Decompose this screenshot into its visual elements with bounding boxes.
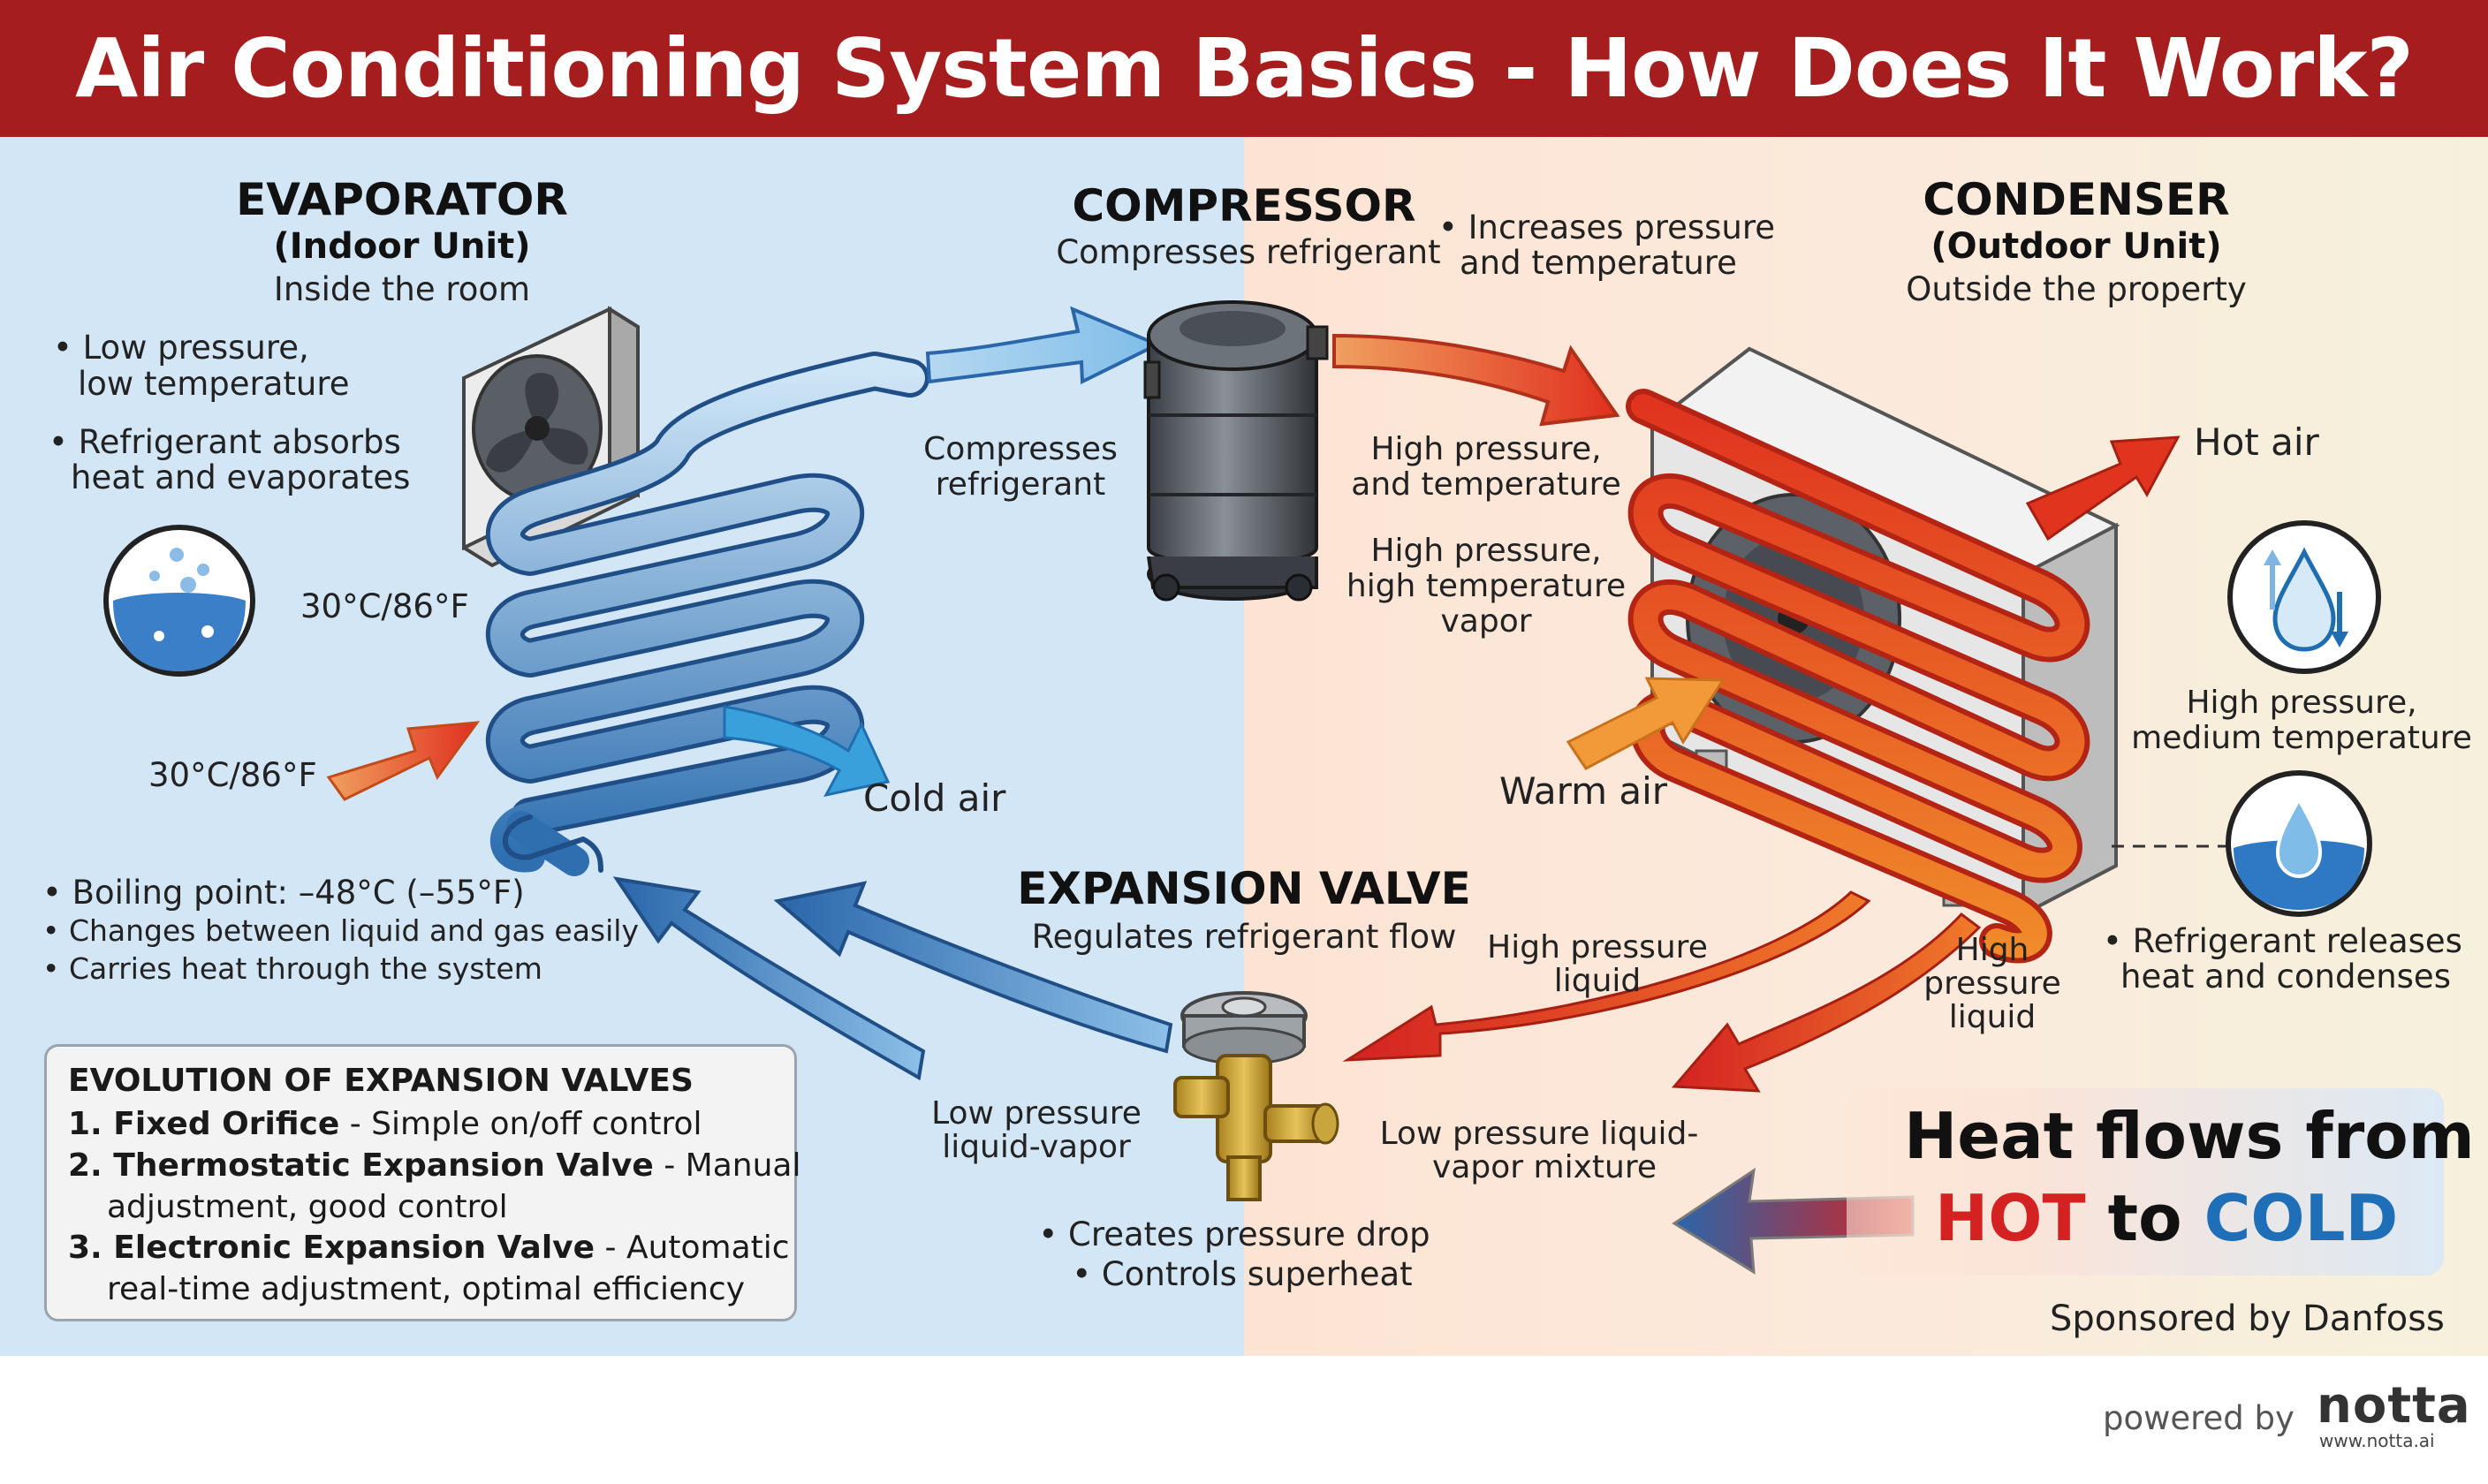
heat-flow-panel: [1847, 1088, 2444, 1276]
expansion-valve-caption: Regulates refrigerant flow: [1031, 918, 1457, 956]
evaporator-caption: Inside the room: [273, 270, 531, 308]
sponsor-text: Sponsored by Danfoss: [2050, 1298, 2445, 1339]
evolution-item-3-desc: - Automatic: [595, 1230, 790, 1267]
condenser-release-bullet: • Refrigerant releases: [2103, 922, 2462, 960]
notta-url[interactable]: www.notta.ai: [2319, 1430, 2435, 1451]
condenser-liquid-label-3: liquid: [1948, 999, 2037, 1035]
compressor-inlet-label-2: refrigerant: [935, 466, 1106, 503]
condenser-liquid-label-1: High: [1955, 932, 2029, 968]
return-arrow-upper: [612, 876, 926, 1081]
compressor-vapor-label-1: High pressure,: [1370, 533, 1602, 569]
expansion-valve-bullet-1: • Creates pressure drop: [1038, 1215, 1430, 1253]
evolution-item-2: 2. Thermostatic Expansion Valve - Manual: [68, 1146, 801, 1187]
cold-air-arrow: [723, 705, 891, 798]
lp-mixture-label-1: Low pressure liquid-: [1379, 1116, 1699, 1152]
compressor-bullet: • Increases pressure: [1438, 208, 1776, 246]
lp-outlet-label-1: Low pressure: [931, 1095, 1142, 1132]
compressor-caption: Compresses refrigerant: [1056, 233, 1441, 271]
evaporator-coil: [485, 352, 929, 876]
hot-air-arrow: [2025, 435, 2181, 541]
evolution-item-1-name: 1. Fixed Orifice: [68, 1106, 340, 1142]
expansion-valve-bullet-2: • Controls superheat: [1072, 1255, 1413, 1293]
condenser-coil: [1626, 389, 2090, 964]
condenser-release-bullet-cont: heat and condenses: [2120, 958, 2451, 996]
refrigerant-fact-1: • Boiling point: –48°C (–55°F): [42, 874, 525, 912]
heat-flow-hot: HOT: [1935, 1181, 2086, 1255]
evaporator-temp-upper: 30°C/86°F: [300, 587, 469, 625]
evolution-item-1: 1. Fixed Orifice - Simple on/off control: [68, 1104, 773, 1146]
lp-outlet-label-2: liquid-vapor: [942, 1129, 1131, 1165]
page-title: Air Conditioning System Basics - How Doe…: [75, 21, 2414, 116]
compressor-inlet-label-1: Compresses: [923, 431, 1118, 467]
refrigerant-fact-2: • Changes between liquid and gas easily: [42, 913, 639, 948]
compressor-vapor-label-3: vapor: [1440, 603, 1532, 640]
evaporator-subheader: (Indoor Unit): [273, 226, 531, 267]
expansion-valve-header: EXPANSION VALVE: [1017, 863, 1471, 914]
condenser-medium-label-2: medium temperature: [2131, 720, 2472, 756]
refrigerant-fact-3: • Carries heat through the system: [42, 951, 542, 986]
heat-flow-line-1: Heat flows from: [1904, 1099, 2475, 1173]
return-arrow-lower: [773, 881, 1173, 1054]
notta-logo[interactable]: notta: [2317, 1377, 2471, 1435]
warm-air-in-arrow: [326, 721, 481, 801]
cold-air-label: Cold air: [863, 776, 1006, 820]
compressor-header: COMPRESSOR: [1072, 180, 1416, 231]
heat-flow-to: to: [2085, 1181, 2204, 1255]
condenser-subheader: (Outdoor Unit): [1930, 226, 2222, 267]
evolution-item-3-name: 3. Electronic Expansion Valve: [68, 1230, 595, 1267]
warm-air-label: Warm air: [1499, 769, 1668, 813]
evolution-item-1-desc: - Simple on/off control: [339, 1106, 702, 1142]
hp-liquid-label-2: liquid: [1553, 963, 1642, 999]
compressor-outlet-label-1: High pressure,: [1370, 431, 1602, 467]
powered-by-text: powered by: [2103, 1399, 2295, 1437]
condenser-liquid-label-2: pressure: [1923, 965, 2061, 1002]
evaporator-bullet-1: • Low pressure,: [53, 329, 309, 367]
evolution-item-3: 3. Electronic Expansion Valve - Automati…: [68, 1228, 790, 1269]
condenser-caption: Outside the property: [1906, 270, 2247, 308]
evolution-item-2-desc: - Manual: [653, 1147, 801, 1184]
expansion-valve-icon: [1173, 991, 1339, 1201]
compressor-outlet-label-2: and temperature: [1351, 466, 1621, 503]
compressor-icon: [1143, 300, 1329, 602]
liquid-line-arrow-lower: [1671, 912, 1982, 1093]
evaporator-bullet-2: • Refrigerant absorbs: [49, 423, 401, 461]
evaporator-bullet-2-cont: heat and evaporates: [71, 458, 411, 496]
condensing-droplet-icon: [2226, 770, 2372, 917]
heat-flow-line-2: HOT to COLD: [1935, 1182, 2398, 1255]
warm-air-condenser-arrow: [1566, 677, 1726, 770]
suction-line-arrow: [925, 306, 1162, 385]
lp-mixture-label-2: vapor mixture: [1432, 1149, 1657, 1185]
condenser-header: CONDENSER: [1923, 174, 2230, 225]
liquid-line-arrow-upper: [1342, 890, 1871, 1062]
evolution-title: EVOLUTION OF EXPANSION VALVES: [68, 1063, 694, 1099]
discharge-line-arrow: [1332, 333, 1620, 427]
hot-air-label: Hot air: [2194, 420, 2319, 464]
compressor-bullet-cont: and temperature: [1460, 244, 1737, 282]
heat-flow-cold: COLD: [2204, 1181, 2399, 1255]
condenser-medium-label-1: High pressure,: [2186, 685, 2417, 721]
title-bar: Air Conditioning System Basics - How Doe…: [0, 0, 2488, 137]
evolution-item-3-cont: real-time adjustment, optimal efficiency: [107, 1271, 746, 1308]
evolution-item-2-name: 2. Thermostatic Expansion Valve: [68, 1147, 654, 1184]
compressor-vapor-label-2: high temperature: [1346, 568, 1627, 604]
evolution-panel: EVOLUTION OF EXPANSION VALVES 1. Fixed O…: [44, 1044, 801, 1321]
hp-liquid-label-1: High pressure: [1487, 929, 1708, 965]
evolution-item-2-cont: adjustment, good control: [107, 1188, 508, 1225]
pressure-droplet-icon: [2227, 520, 2381, 674]
evaporating-liquid-icon: [103, 525, 255, 677]
evaporator-temp-lower: 30°C/86°F: [148, 756, 317, 794]
evaporator-header: EVAPORATOR: [236, 174, 568, 225]
evaporator-bullet-1-cont: low temperature: [78, 365, 350, 403]
